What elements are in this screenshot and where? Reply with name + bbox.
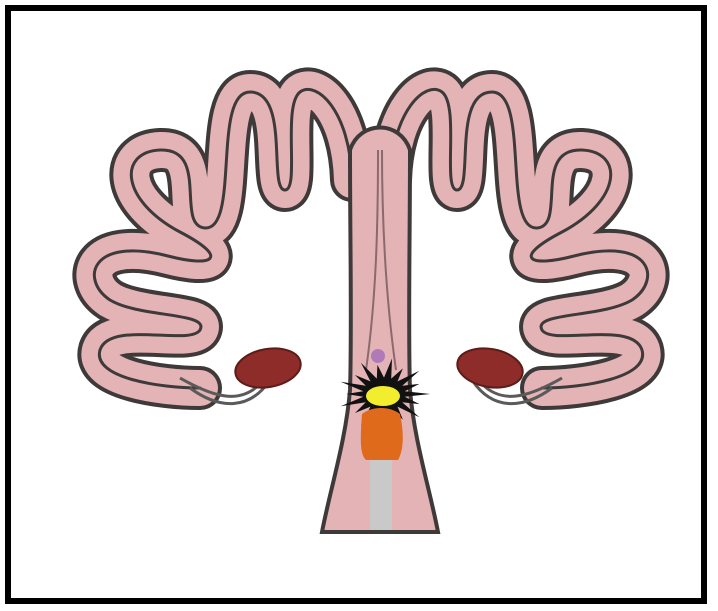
right-ovary xyxy=(454,344,526,393)
left-ovary xyxy=(232,344,304,393)
right-horn-fill xyxy=(390,89,648,388)
cervical-canal xyxy=(370,455,392,530)
orange-mass xyxy=(361,408,403,460)
lesion-core xyxy=(366,386,400,406)
left-horn-fill xyxy=(94,89,352,388)
left-horn xyxy=(94,89,352,388)
right-horn xyxy=(390,89,648,388)
purple-spot xyxy=(371,349,385,363)
